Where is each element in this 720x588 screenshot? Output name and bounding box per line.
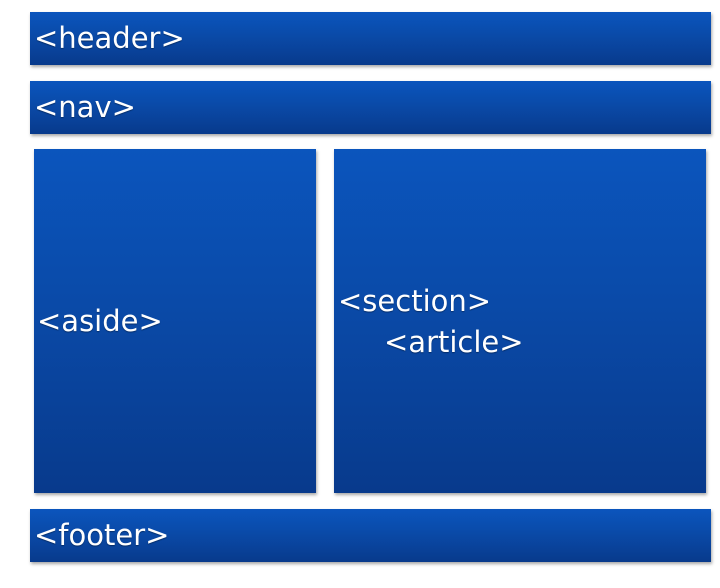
nav-block: <nav> (30, 81, 711, 134)
nav-label: <nav> (34, 90, 136, 124)
header-block: <header> (30, 12, 711, 65)
header-label: <header> (34, 21, 185, 55)
footer-block: <footer> (30, 509, 711, 562)
aside-label: <aside> (37, 304, 163, 338)
article-label: <article> (384, 325, 524, 359)
aside-block: <aside> (34, 149, 316, 493)
section-label: <section> (338, 284, 492, 318)
section-block: <section> <article> (334, 149, 706, 493)
footer-label: <footer> (34, 518, 170, 552)
